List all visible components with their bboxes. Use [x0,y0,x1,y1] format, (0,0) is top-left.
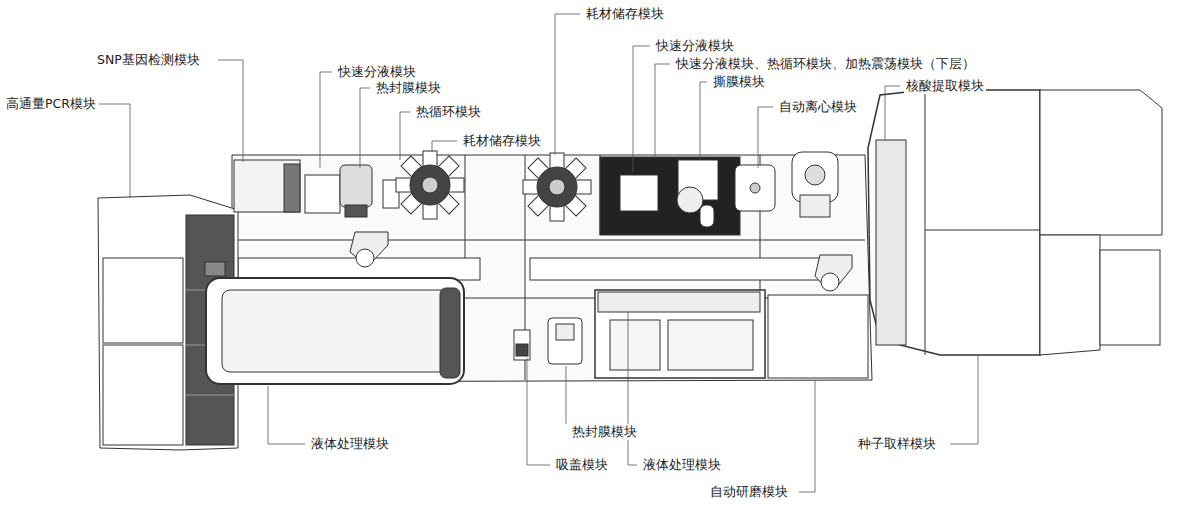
callout-label: 液体处理模块 [641,457,723,473]
callout-label: 耗材储存模块 [461,133,543,149]
callout-label: 核酸提取模块 [904,78,986,94]
callout-label: 热封膜模块 [374,80,443,96]
callout-label: 快速分液模块 [336,64,418,80]
callout-label: 液体处理模块 [309,436,391,452]
callout-label: 耗材储存模块 [584,6,666,22]
callout-label: SNP基因检测模块 [95,52,202,68]
callout-label: 撕膜模块 [711,74,767,90]
callout-label: 自动离心模块 [777,99,859,115]
callout-label: 吸盖模块 [554,457,610,473]
callout-label: 快速分液模块 [654,38,736,54]
callout-label: 热循环模块 [414,104,483,120]
callout-label: 快速分液模块、热循环模块、加热震荡模块（下层） [674,56,977,72]
callout-label: 热封膜模块 [570,424,639,440]
callout-label: 种子取样模块 [856,436,938,452]
callout-label: 高通量PCR模块 [4,96,98,112]
callout-label: 自动研磨模块 [708,484,790,500]
